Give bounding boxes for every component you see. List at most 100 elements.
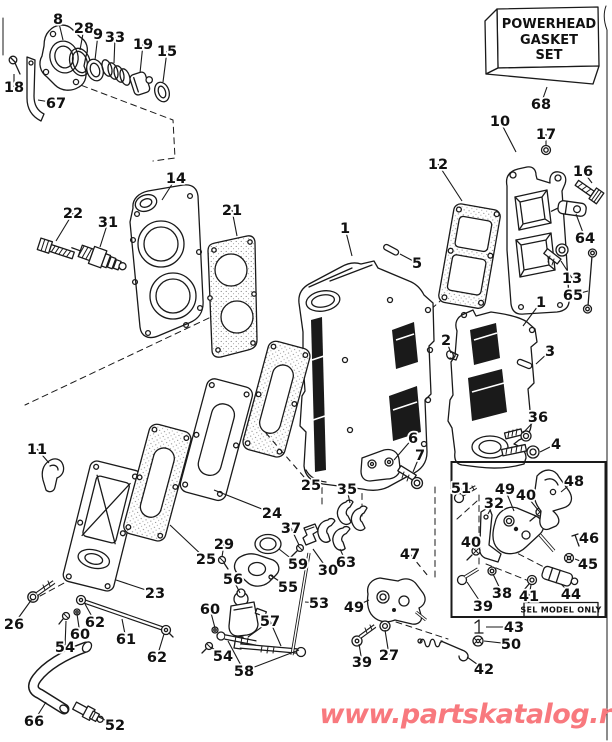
push-rod-53 (290, 552, 311, 656)
water-hose-66 (27, 641, 93, 715)
o-ring-28 (68, 47, 92, 77)
leader-line (522, 416, 539, 434)
bolt-16 (574, 179, 605, 205)
crankcase-half-1 (447, 309, 538, 469)
part-callout-36: 36 (528, 410, 548, 426)
leader-line (358, 643, 363, 663)
intake-manifold-10 (505, 166, 570, 315)
part-callout-42: 42 (474, 662, 494, 678)
leader-line (162, 50, 168, 83)
clamp-11 (41, 458, 65, 493)
part-callout-66: 66 (24, 714, 44, 730)
scan-edge-right (603, 5, 608, 741)
thermostat-cover-15 (154, 81, 170, 103)
leader-line (460, 487, 464, 497)
part-callout-54: 54 (213, 649, 233, 665)
part-callout-57: 57 (260, 614, 280, 630)
leader-line (492, 573, 503, 594)
cylinder-head-cover-14 (129, 184, 204, 339)
sel-model-label: SEL MODEL ONLY (520, 606, 601, 615)
part-callout-22: 22 (63, 206, 83, 222)
intake-gasket-12 (438, 203, 501, 309)
leader-line (470, 541, 477, 550)
part-callout-13: 13 (562, 271, 582, 287)
leader-line (339, 548, 347, 563)
nut-27 (379, 620, 391, 632)
leader-line (161, 177, 177, 201)
bracket-67 (26, 56, 45, 122)
part-callout-26: 26 (4, 617, 24, 633)
dowel-pin-5 (383, 243, 400, 256)
part-callout-40: 40 (461, 535, 481, 551)
pin-43 (474, 619, 484, 634)
spring-33 (101, 59, 131, 86)
part-callout-6: 6 (408, 431, 418, 447)
bolt-4 (500, 443, 540, 459)
screw-18 (8, 55, 21, 75)
leader-line (36, 448, 50, 464)
leader-line (344, 227, 353, 257)
leader-line (221, 543, 225, 558)
cylinder-block-1 (298, 260, 435, 491)
leader-line (278, 548, 299, 565)
part-callout-63: 63 (336, 555, 356, 571)
leader-line (94, 33, 99, 61)
leader-line (269, 574, 289, 588)
leader-line (55, 212, 74, 242)
screw-54b (58, 611, 71, 625)
bolt-13 (543, 243, 569, 266)
part-callout-49: 49 (344, 600, 364, 616)
mount-bracket-6 (360, 448, 401, 482)
spool-44 (541, 565, 579, 587)
leader-line (535, 350, 551, 365)
part-callout-53: 53 (309, 596, 329, 612)
part-callout-40: 40 (516, 488, 536, 504)
leader-line (231, 209, 238, 237)
part-callout-41: 41 (519, 589, 539, 605)
leader-line (115, 579, 156, 594)
leader-line (84, 603, 96, 623)
leader-line (437, 163, 463, 202)
leader-line (269, 620, 282, 647)
part-callout-25: 25 (301, 478, 321, 494)
part-callout-62: 62 (85, 615, 105, 631)
bolt-39 (351, 624, 377, 647)
part-callout-27: 27 (379, 648, 399, 664)
part-callout-21: 21 (222, 203, 242, 219)
seal-9 (86, 58, 104, 82)
leader-line (539, 443, 557, 453)
leader-line (232, 578, 241, 594)
leader-line (304, 601, 320, 604)
part-callout-54: 54 (55, 640, 75, 656)
part-callout-38: 38 (492, 586, 512, 602)
dowel-pin-3 (516, 358, 533, 370)
bracket-55 (233, 553, 280, 587)
leader-line (466, 656, 485, 670)
leader-line (139, 43, 144, 74)
gasket-set-title-line1: POWERHEAD (502, 17, 597, 32)
leader-line (64, 620, 67, 648)
washer-50 (472, 635, 484, 647)
retainer-clips-35 (336, 499, 368, 532)
leader-line (247, 620, 271, 638)
part-callout-46: 46 (579, 531, 599, 547)
screw-41 (523, 574, 538, 591)
leader-line (582, 170, 593, 184)
part-callout-25: 25 (196, 552, 216, 568)
leader-line (445, 339, 452, 354)
bolt-22 (36, 237, 75, 260)
spark-plug-31 (71, 244, 127, 271)
leader-line (412, 454, 421, 473)
leader-line (572, 290, 589, 296)
leader-line (57, 18, 64, 41)
leader-line (353, 599, 370, 608)
leader-line (579, 537, 590, 541)
leader-line (113, 36, 116, 64)
leader-line (560, 260, 573, 279)
part-callout-59: 59 (288, 557, 308, 573)
shift-bracket-49 (492, 506, 556, 555)
grommet-59 (254, 533, 282, 555)
head-gasket-21 (207, 235, 258, 358)
leader-line (504, 488, 515, 512)
